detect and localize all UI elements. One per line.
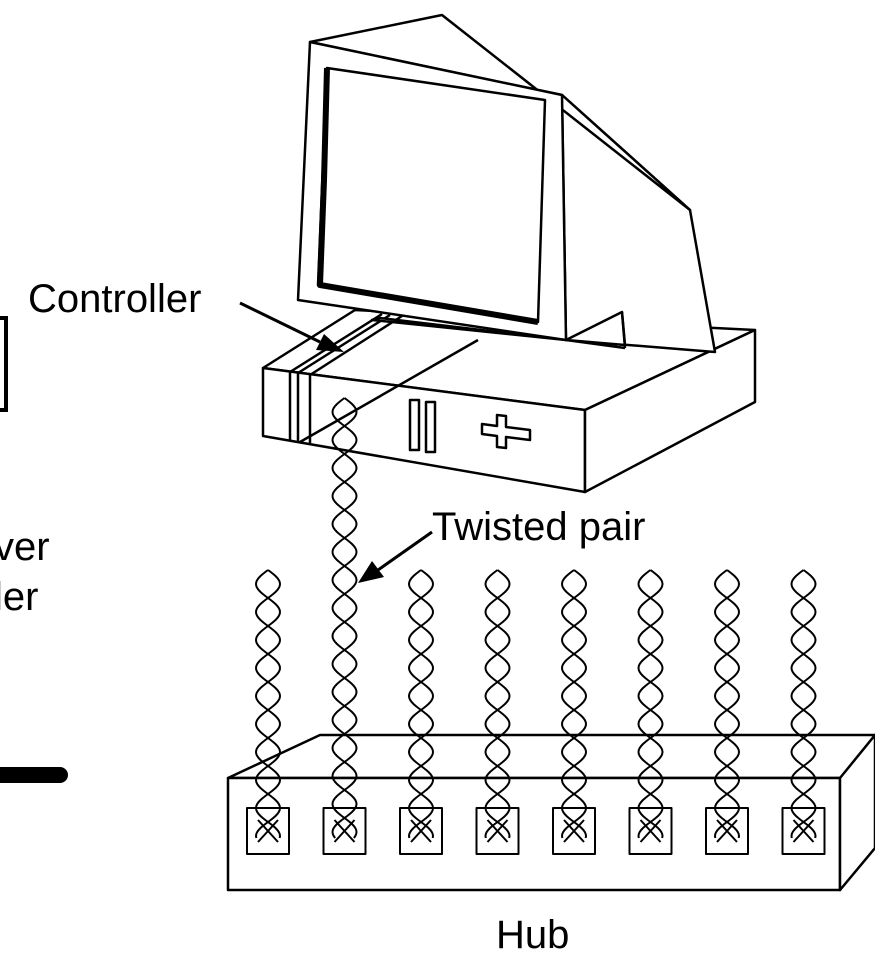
cable-strand	[407, 569, 435, 839]
hub-label: Hub	[496, 913, 569, 954]
hub-port	[322, 807, 367, 855]
hub-port	[705, 807, 749, 855]
computer	[261, 13, 757, 494]
cable-strand	[713, 569, 741, 839]
hub-port	[475, 807, 520, 855]
annotations: Controller Twisted pair Hub	[28, 277, 645, 957]
cable-strand	[331, 397, 358, 839]
cable-strand	[713, 569, 741, 839]
port-socket	[552, 807, 596, 855]
cut-off-label-top: ver	[0, 525, 50, 569]
cut-off-label-bottom: ler	[0, 575, 38, 619]
cable-strand	[790, 569, 817, 839]
loose-cable	[407, 569, 435, 839]
monitor-screen	[316, 66, 547, 324]
hub-port	[781, 807, 826, 855]
slot-icon	[408, 398, 421, 452]
hub-port	[628, 807, 673, 855]
cable-strand	[790, 569, 817, 839]
port-cross-icon	[410, 819, 432, 843]
base-diagonal	[299, 338, 479, 444]
cable-strand	[484, 569, 511, 839]
monitor-side	[560, 93, 717, 354]
computer-cable	[331, 397, 358, 839]
hub-top	[226, 733, 875, 780]
stand-edge	[620, 311, 627, 349]
cable-strand	[560, 569, 588, 839]
hub-port	[399, 807, 443, 855]
cable-strand	[331, 397, 358, 839]
stand-edge	[565, 338, 626, 350]
port-cross-icon	[563, 819, 585, 843]
loose-cable	[254, 569, 282, 839]
base-stripe	[289, 312, 383, 374]
loose-cable	[713, 569, 741, 839]
twisted-pair-pointer	[377, 530, 433, 572]
cable-strand	[637, 569, 664, 839]
twisted-pair-arrowhead	[358, 561, 384, 583]
monitor-screen-shadow	[317, 67, 539, 325]
hub-port	[246, 807, 290, 855]
cable-strand	[407, 569, 435, 839]
loose-cable	[790, 569, 817, 839]
port-cross-icon	[639, 819, 662, 843]
port-cross-icon	[716, 819, 738, 843]
cable-strand	[254, 569, 282, 839]
twisted-pair-cables	[254, 397, 817, 839]
port-socket	[399, 807, 443, 855]
controller-arrowhead	[316, 334, 344, 352]
port-cross-icon	[257, 819, 279, 843]
loose-cable	[560, 569, 588, 839]
controller-label: Controller	[28, 277, 201, 321]
port-cross-icon	[486, 819, 509, 843]
controller-pointer	[239, 301, 321, 344]
cut-off-bracket	[0, 316, 8, 412]
cable-strand	[560, 569, 588, 839]
base-stripe	[309, 314, 403, 377]
loose-cable	[637, 569, 664, 839]
loose-cable	[484, 569, 511, 839]
plus-icon	[480, 413, 532, 450]
hub-ports	[246, 807, 826, 855]
base-stripe	[297, 313, 391, 375]
base-unit-side	[583, 328, 757, 494]
cable-strand	[484, 569, 511, 839]
slot-icon	[424, 400, 437, 454]
hub-side	[838, 733, 875, 892]
port-cross-icon	[792, 819, 815, 843]
hub-port	[552, 807, 596, 855]
hub	[226, 733, 875, 892]
twisted-pair-label: Twisted pair	[432, 505, 645, 549]
cable-strand	[254, 569, 282, 839]
cable-strand	[637, 569, 664, 839]
